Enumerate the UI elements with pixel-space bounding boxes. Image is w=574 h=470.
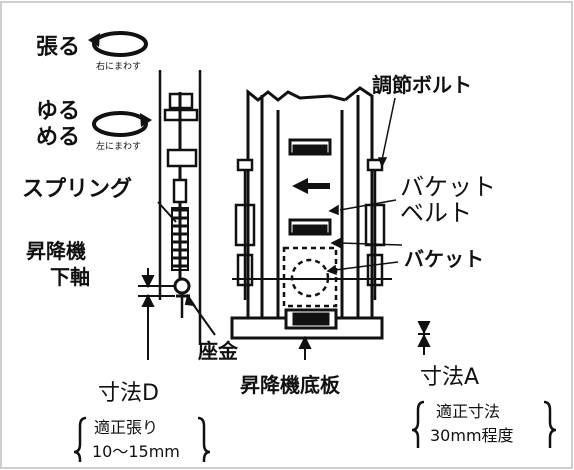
dim-a-note-line1: 適正寸法 — [436, 402, 501, 421]
dimension-d-marks — [138, 268, 175, 360]
loosen-label-line2: める — [36, 125, 81, 150]
lower-shaft-label-line1: 昇降機 — [26, 239, 86, 263]
bucket-label: バケット — [404, 247, 484, 271]
counterclockwise-arrowhead — [140, 113, 152, 127]
elevator-housing — [230, 86, 384, 340]
dim-a-label: 寸法A — [420, 365, 480, 390]
dim-d-note-line2: 10～15mm — [92, 442, 180, 461]
base-plate-marks — [298, 321, 431, 360]
tension-assembly — [158, 70, 202, 345]
clockwise-arrowhead — [88, 33, 100, 47]
base-plate-label: 昇降機底板 — [240, 373, 340, 397]
dim-a-note-line2: 30mm程度 — [430, 426, 514, 445]
belt-direction-arrow-icon — [292, 178, 330, 194]
left-leaders — [157, 201, 216, 336]
dim-d-label: 寸法D — [98, 381, 159, 406]
lower-pulley-dashed — [290, 258, 330, 298]
clockwise-arrow-icon — [92, 31, 148, 57]
dim-d-note-line1: 適正張り — [94, 418, 159, 437]
buckets — [288, 138, 332, 236]
lower-bucket-dashed — [282, 246, 338, 308]
spring-label: スプリング — [22, 177, 133, 202]
adjust-bolt-label: 調節ボルト — [372, 73, 472, 97]
counterclockwise-arrow-icon — [92, 111, 148, 137]
tighten-note: 右にまわす — [96, 62, 142, 72]
right-leaders — [326, 97, 403, 276]
tighten-label: 張る — [36, 35, 81, 60]
loosen-label-line1: ゆる — [36, 99, 81, 124]
lower-shaft-label-line2: 下軸 — [50, 265, 90, 289]
loosen-note: 左にまわす — [96, 142, 142, 152]
bucket-belt-label-line2: ベルト — [400, 199, 472, 227]
washer-label: 座金 — [198, 339, 238, 363]
brackets — [73, 400, 557, 462]
bucket-belt-label-line1: バケット — [400, 173, 496, 201]
